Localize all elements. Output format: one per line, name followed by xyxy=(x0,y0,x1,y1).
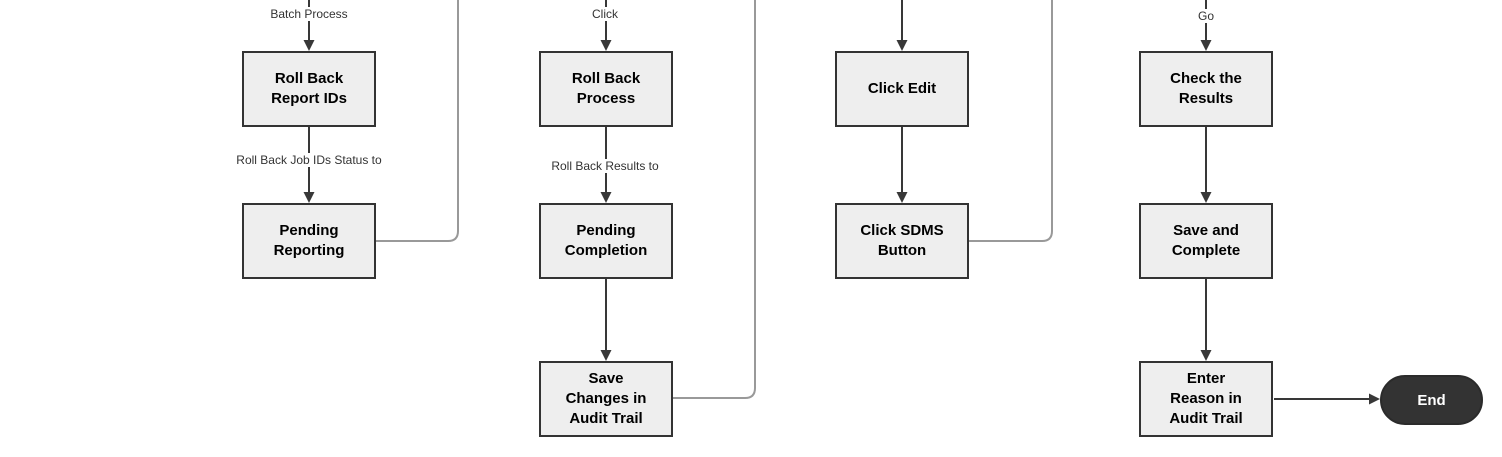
connector-pending-reporting-return xyxy=(376,0,459,242)
arrowhead-report-ids-to-pending-reporting xyxy=(303,192,315,203)
edge-label-batch-process: Batch Process xyxy=(267,7,351,21)
arrowhead-click-edit-to-sdms xyxy=(896,192,908,203)
arrowhead-into-click-edit xyxy=(896,40,908,51)
arrowhead-results-to-save-complete xyxy=(1200,192,1212,203)
connector-click-sdms-return xyxy=(968,0,1053,242)
edge-label-roll-back-job-ids-status-to: Roll Back Job IDs Status to xyxy=(233,153,385,167)
node-save-changes-in-audit-trail[interactable]: Save Changes in Audit Trail xyxy=(539,361,673,437)
arrowhead-into-roll-back-process xyxy=(600,40,612,51)
arrowhead-completion-to-save-changes xyxy=(600,350,612,361)
node-roll-back-process[interactable]: Roll Back Process xyxy=(539,51,673,127)
node-enter-reason-in-audit-trail[interactable]: Enter Reason in Audit Trail xyxy=(1139,361,1273,437)
edge-label-roll-back-results-to: Roll Back Results to xyxy=(548,159,662,173)
connector-save-changes-return xyxy=(672,0,756,399)
node-pending-completion[interactable]: Pending Completion xyxy=(539,203,673,279)
node-check-the-results[interactable]: Check the Results xyxy=(1139,51,1273,127)
node-end-terminator[interactable]: End xyxy=(1380,375,1483,425)
node-pending-reporting[interactable]: Pending Reporting xyxy=(242,203,376,279)
edge-label-click: Click xyxy=(589,7,621,21)
node-save-and-complete[interactable]: Save and Complete xyxy=(1139,203,1273,279)
edge-label-go: Go xyxy=(1194,9,1218,23)
node-click-sdms-button[interactable]: Click SDMS Button xyxy=(835,203,969,279)
arrowhead-enter-reason-to-end xyxy=(1369,393,1380,405)
arrowhead-into-roll-back-report-ids xyxy=(303,40,315,51)
arrowhead-process-to-pending-completion xyxy=(600,192,612,203)
node-click-edit[interactable]: Click Edit xyxy=(835,51,969,127)
node-roll-back-report-ids[interactable]: Roll Back Report IDs xyxy=(242,51,376,127)
arrowhead-into-check-the-results xyxy=(1200,40,1212,51)
arrowhead-save-complete-to-enter-reason xyxy=(1200,350,1212,361)
